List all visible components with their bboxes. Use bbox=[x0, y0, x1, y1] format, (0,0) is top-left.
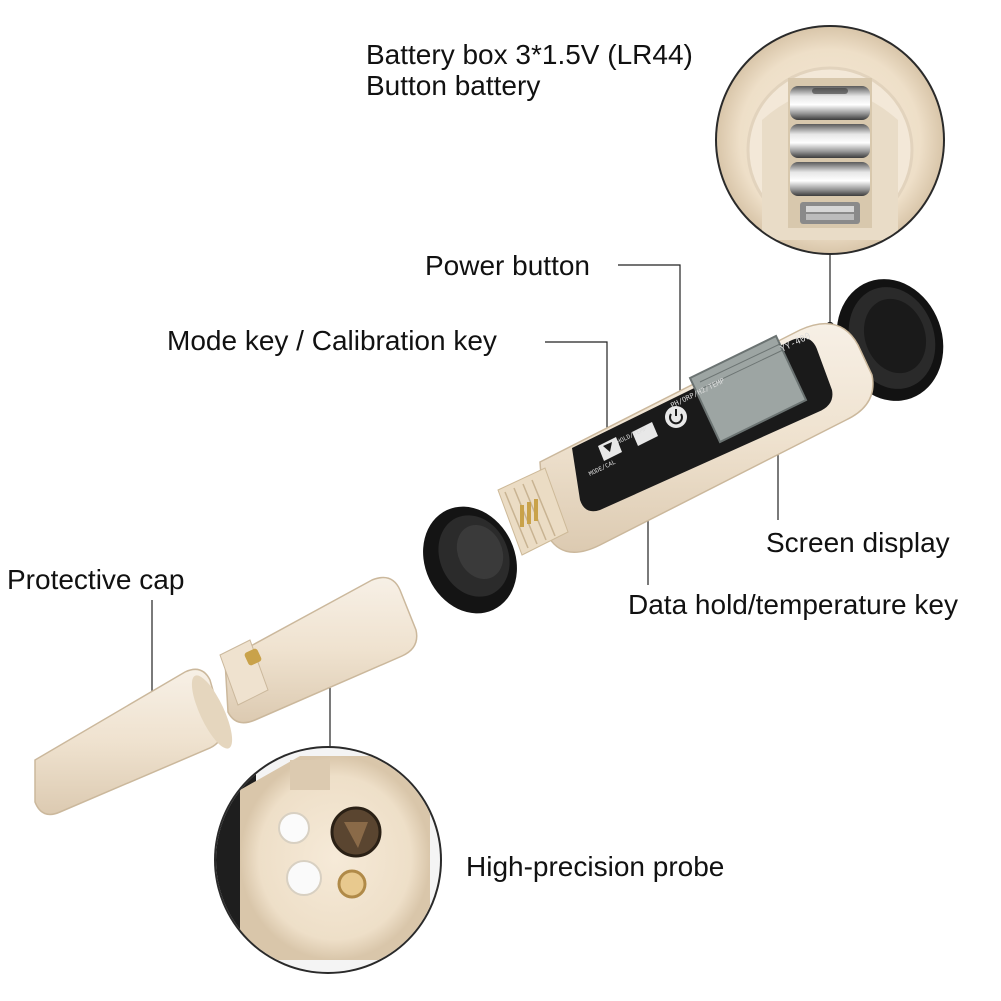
battery-box-label: Battery box 3*1.5V (LR44) bbox=[366, 39, 693, 70]
reference-junction bbox=[278, 812, 310, 844]
orp-sensor bbox=[337, 869, 367, 899]
probe-tip bbox=[219, 576, 418, 724]
screen-display-label: Screen display bbox=[766, 527, 950, 558]
power-button-label: Power button bbox=[425, 250, 590, 281]
protective-cap bbox=[34, 668, 233, 816]
protective-cap-label: Protective cap bbox=[7, 564, 185, 595]
button-battery-stack bbox=[790, 86, 870, 196]
power-button-leader bbox=[618, 264, 681, 425]
lcd-screen bbox=[688, 334, 808, 444]
temperature-sensor bbox=[286, 860, 322, 896]
data-hold-key-label: Data hold/temperature key bbox=[628, 589, 958, 620]
probe-label: High-precision probe bbox=[466, 851, 725, 882]
mode-key-leader bbox=[545, 341, 608, 452]
mode-key-label: Mode key / Calibration key bbox=[167, 325, 497, 356]
battery-box-detail bbox=[715, 25, 945, 255]
power-button[interactable] bbox=[665, 406, 687, 428]
meter-body: YY-400 PH/ORP/H2/TEMP HOLD/TEMP MODE/CAL bbox=[497, 322, 874, 556]
threaded-ring bbox=[423, 506, 517, 614]
probe-detail bbox=[214, 746, 442, 974]
button-battery-label: Button battery bbox=[366, 70, 541, 101]
